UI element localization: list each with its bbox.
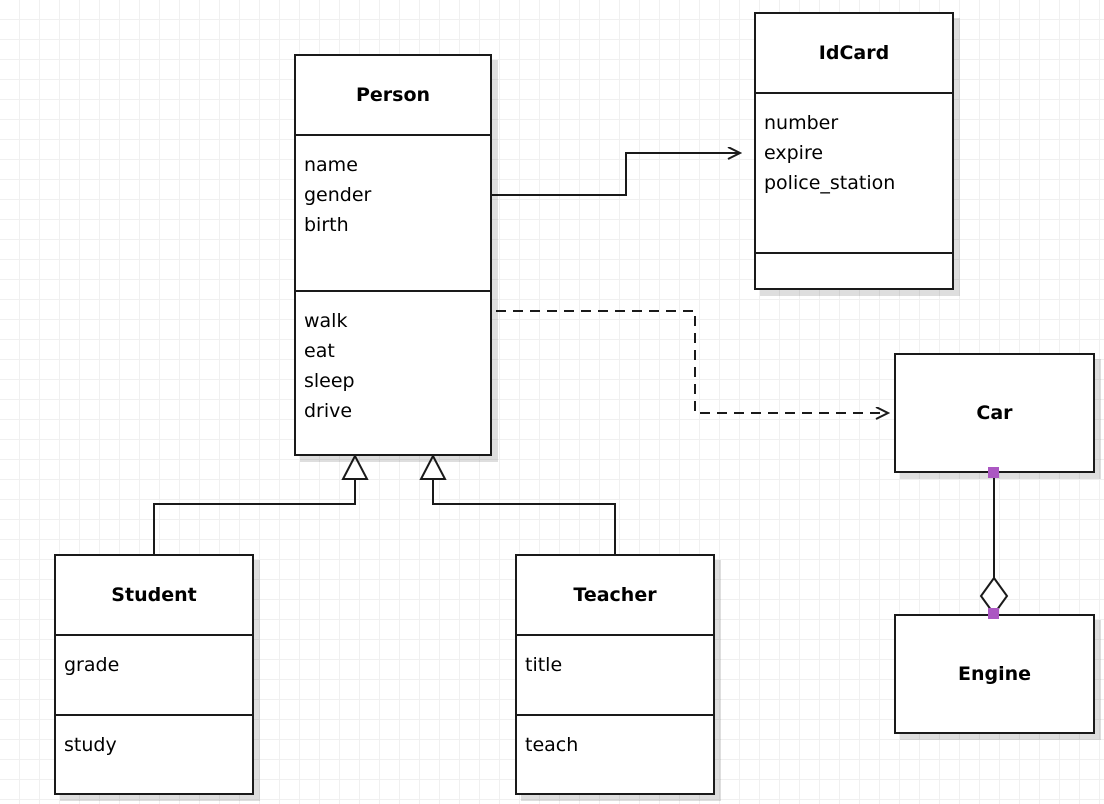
attribute-item: expire <box>764 142 824 164</box>
class-methods-teacher: teach <box>517 714 713 795</box>
class-attributes-teacher: title <box>517 634 713 714</box>
edge-person-car[interactable] <box>496 310 888 413</box>
method-item: eat <box>304 340 335 362</box>
attribute-item: police_station <box>764 172 896 194</box>
class-title-student: Student <box>111 584 197 606</box>
method-item: drive <box>304 400 353 422</box>
attribute-item: grade <box>64 654 120 676</box>
method-item: study <box>64 734 117 756</box>
class-box-teacher[interactable]: Teacher title teach <box>515 554 715 795</box>
attribute-item: name <box>304 154 358 176</box>
attribute-item: number <box>764 112 839 134</box>
class-box-idcard[interactable]: IdCard number expire police_station <box>754 12 954 290</box>
attribute-item: gender <box>304 184 372 206</box>
class-attributes-idcard: number expire police_station <box>756 92 952 252</box>
edge-student-person[interactable] <box>153 453 369 556</box>
class-methods-person: walk eat sleep drive <box>296 290 490 454</box>
class-title-car: Car <box>976 402 1013 424</box>
class-methods-idcard <box>756 252 952 288</box>
edge-handle-engine-end[interactable] <box>988 608 999 619</box>
class-attributes-student: grade <box>56 634 252 714</box>
edge-teacher-person[interactable] <box>419 453 616 556</box>
class-title-person: Person <box>355 84 431 106</box>
class-box-student[interactable]: Student grade study <box>54 554 254 795</box>
class-box-car[interactable]: Car <box>894 353 1095 473</box>
method-item: teach <box>525 734 579 756</box>
attribute-item: title <box>525 654 563 676</box>
edge-person-idcard[interactable] <box>492 153 740 196</box>
class-box-person[interactable]: Person name gender birth walk eat sleep … <box>294 54 492 456</box>
class-box-engine[interactable]: Engine <box>894 614 1095 734</box>
edge-car-engine[interactable] <box>979 472 1009 616</box>
class-title-teacher: Teacher <box>573 584 657 606</box>
edge-handle-car-end[interactable] <box>988 467 999 478</box>
method-item: sleep <box>304 370 355 392</box>
class-title-idcard: IdCard <box>818 42 890 64</box>
attribute-item: birth <box>304 214 349 236</box>
class-methods-student: study <box>56 714 252 795</box>
class-title-engine: Engine <box>957 663 1032 685</box>
method-item: walk <box>304 310 348 332</box>
class-attributes-person: name gender birth <box>296 134 490 290</box>
